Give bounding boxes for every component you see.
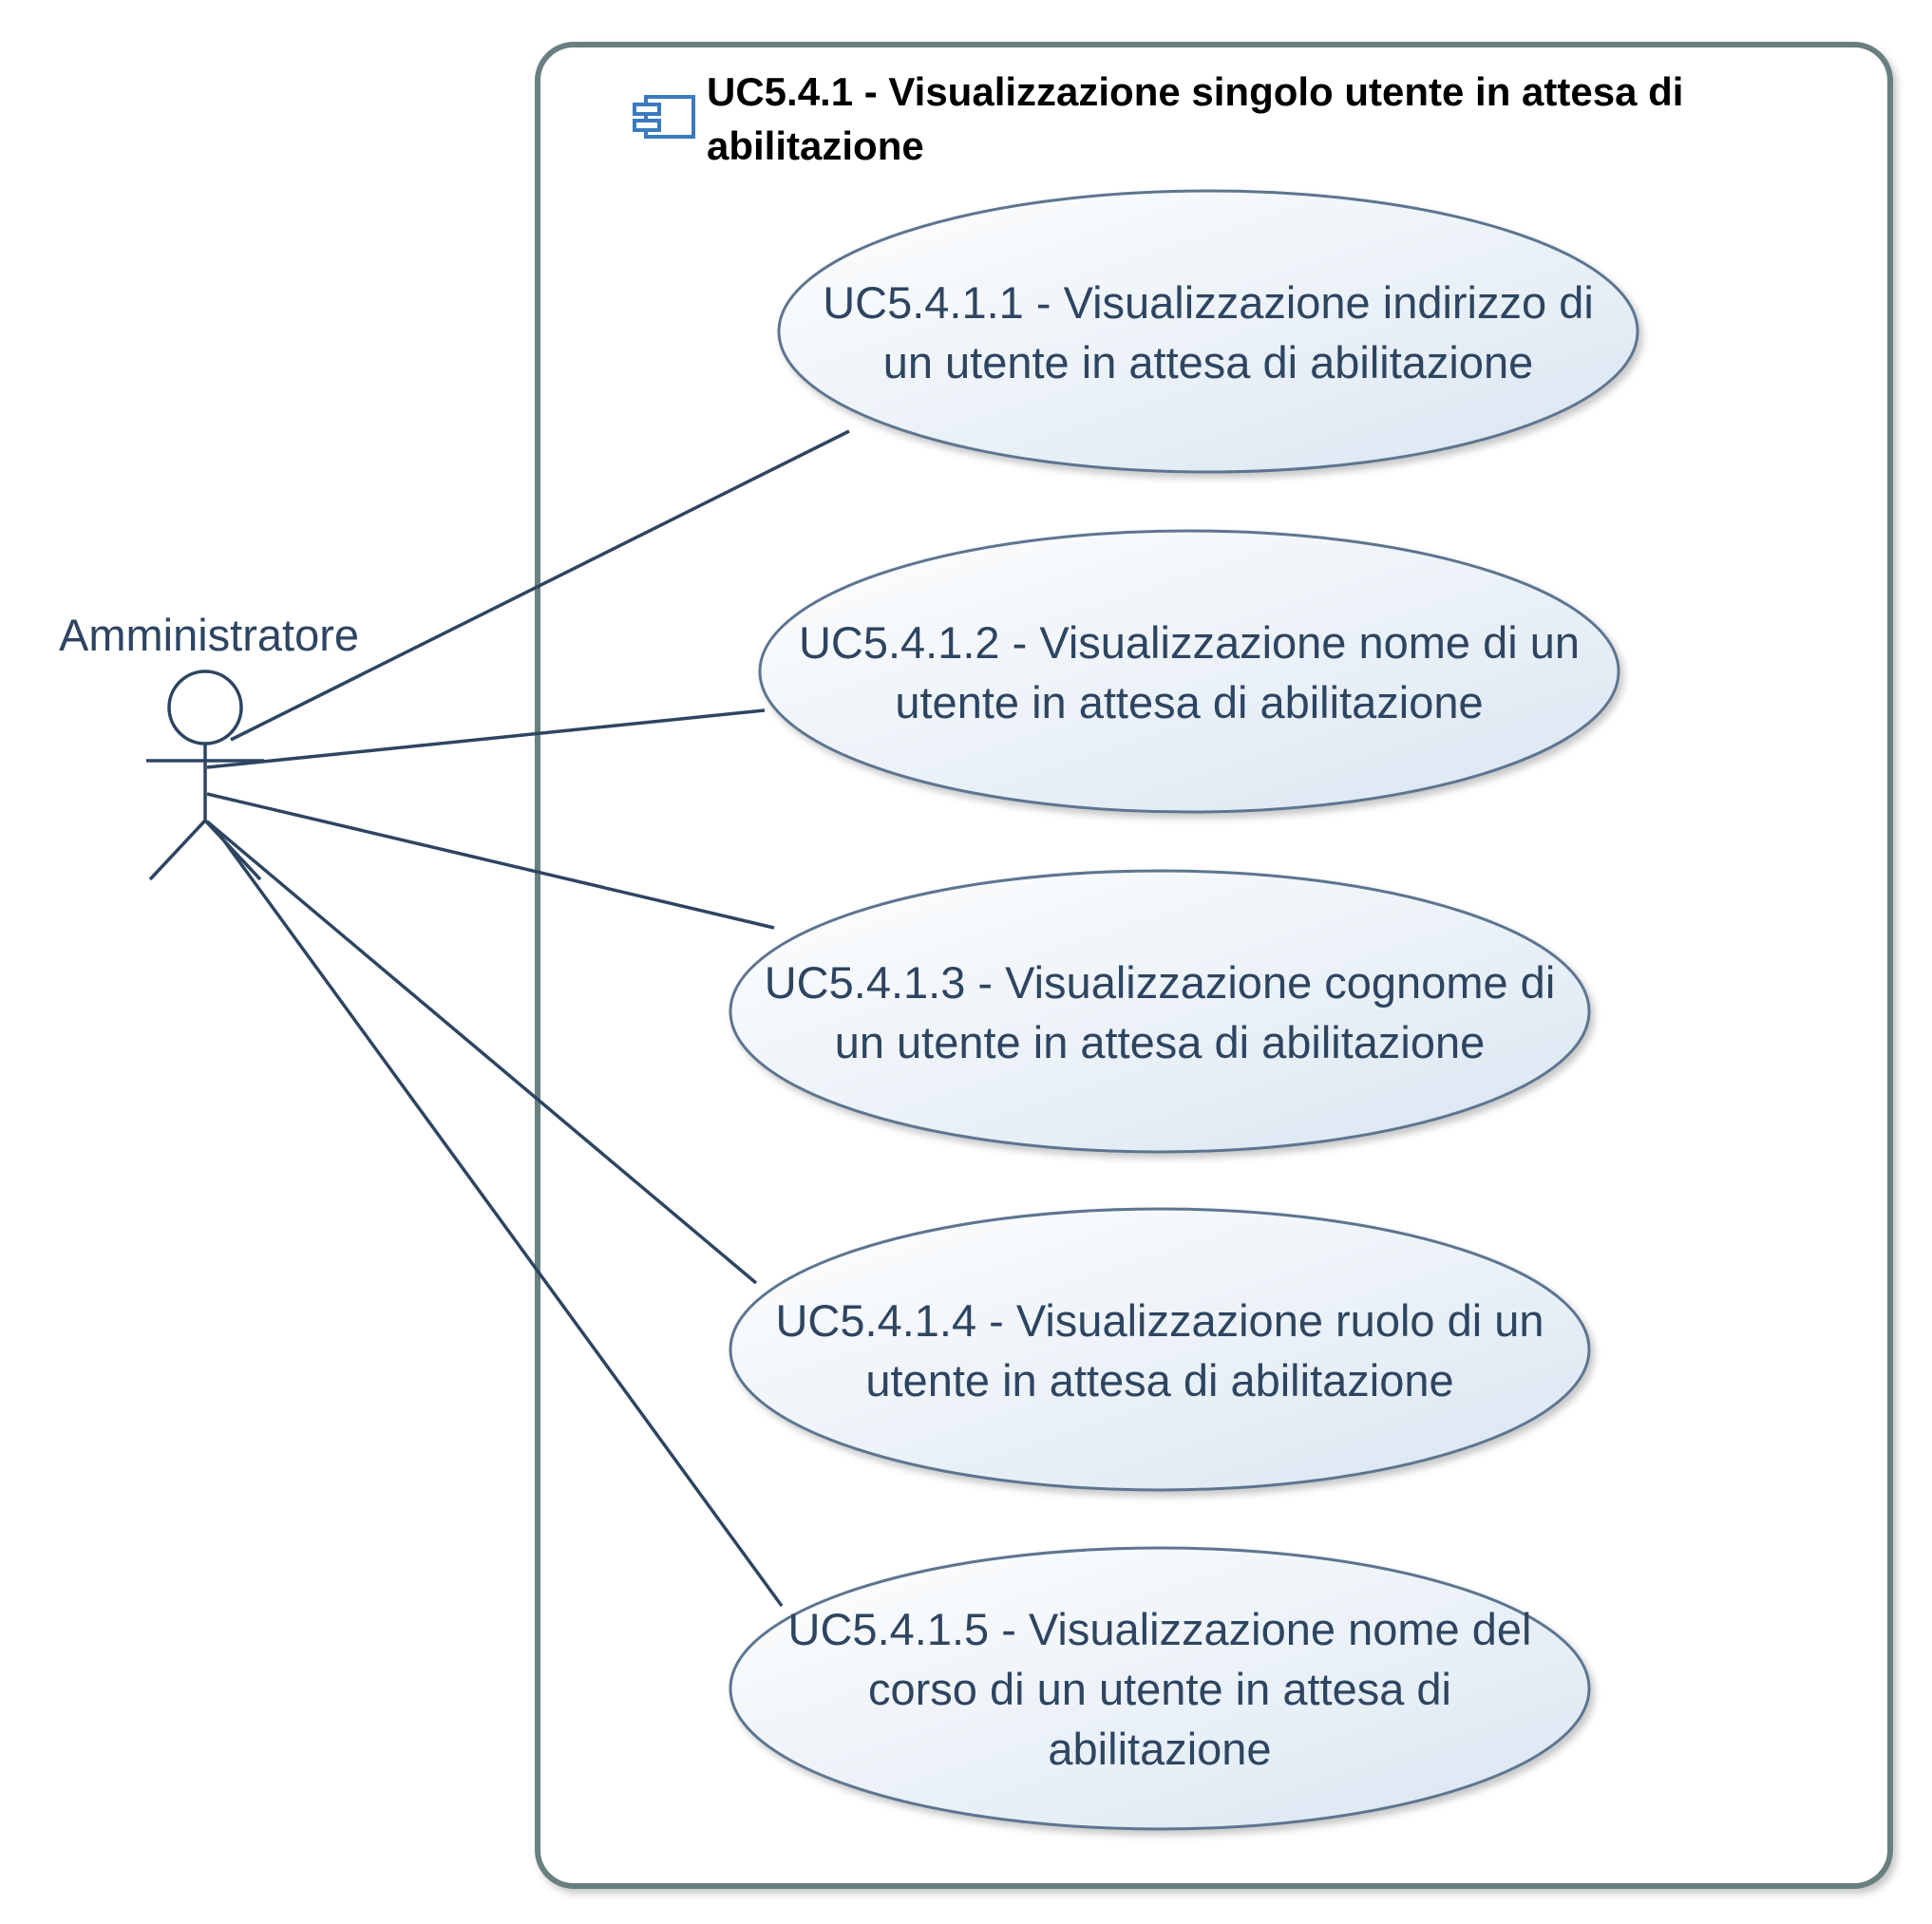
use-case-1[interactable]: UC5.4.1.1 - Visualizzazione indirizzo di… <box>777 189 1639 474</box>
association-line-4 <box>205 820 758 1285</box>
use-case-5-line-2: corso di un utente in attesa di <box>868 1664 1451 1714</box>
use-case-1-line-2: un utente in attesa di abilitazione <box>883 337 1534 387</box>
use-case-3-line-2: un utente in attesa di abilitazione <box>835 1017 1486 1067</box>
use-case-5[interactable]: UC5.4.1.5 - Visualizzazione nome del cor… <box>729 1546 1591 1831</box>
system-title-line-2: abilitazione <box>707 123 924 168</box>
use-case-5-line-1: UC5.4.1.5 - Visualizzazione nome del <box>788 1604 1532 1654</box>
stick-figure-actor-icon <box>146 670 264 881</box>
association-line-5 <box>218 834 784 1608</box>
association-line-3 <box>206 792 775 930</box>
actor-label: Amministratore <box>59 610 359 660</box>
use-case-4-line-1: UC5.4.1.4 - Visualizzazione ruolo di un <box>775 1295 1544 1346</box>
use-case-2-line-1: UC5.4.1.2 - Visualizzazione nome di un <box>799 617 1580 668</box>
use-case-2-line-2: utente in attesa di abilitazione <box>895 677 1483 727</box>
use-case-5-line-3: abilitazione <box>1048 1724 1271 1774</box>
use-case-3-line-1: UC5.4.1.3 - Visualizzazione cognome di <box>765 957 1556 1008</box>
association-line-2 <box>206 708 766 769</box>
use-case-1-line-1: UC5.4.1.1 - Visualizzazione indirizzo di <box>823 277 1594 328</box>
association-line-1 <box>230 429 850 742</box>
use-case-4-line-2: utente in attesa di abilitazione <box>865 1355 1453 1405</box>
use-case-4[interactable]: UC5.4.1.4 - Visualizzazione ruolo di un … <box>729 1207 1591 1492</box>
use-case-2[interactable]: UC5.4.1.2 - Visualizzazione nome di un u… <box>758 529 1620 814</box>
component-icon <box>633 95 695 139</box>
system-title-line-1: UC5.4.1 - Visualizzazione singolo utente… <box>707 69 1683 114</box>
use-case-3[interactable]: UC5.4.1.3 - Visualizzazione cognome di u… <box>729 869 1591 1154</box>
